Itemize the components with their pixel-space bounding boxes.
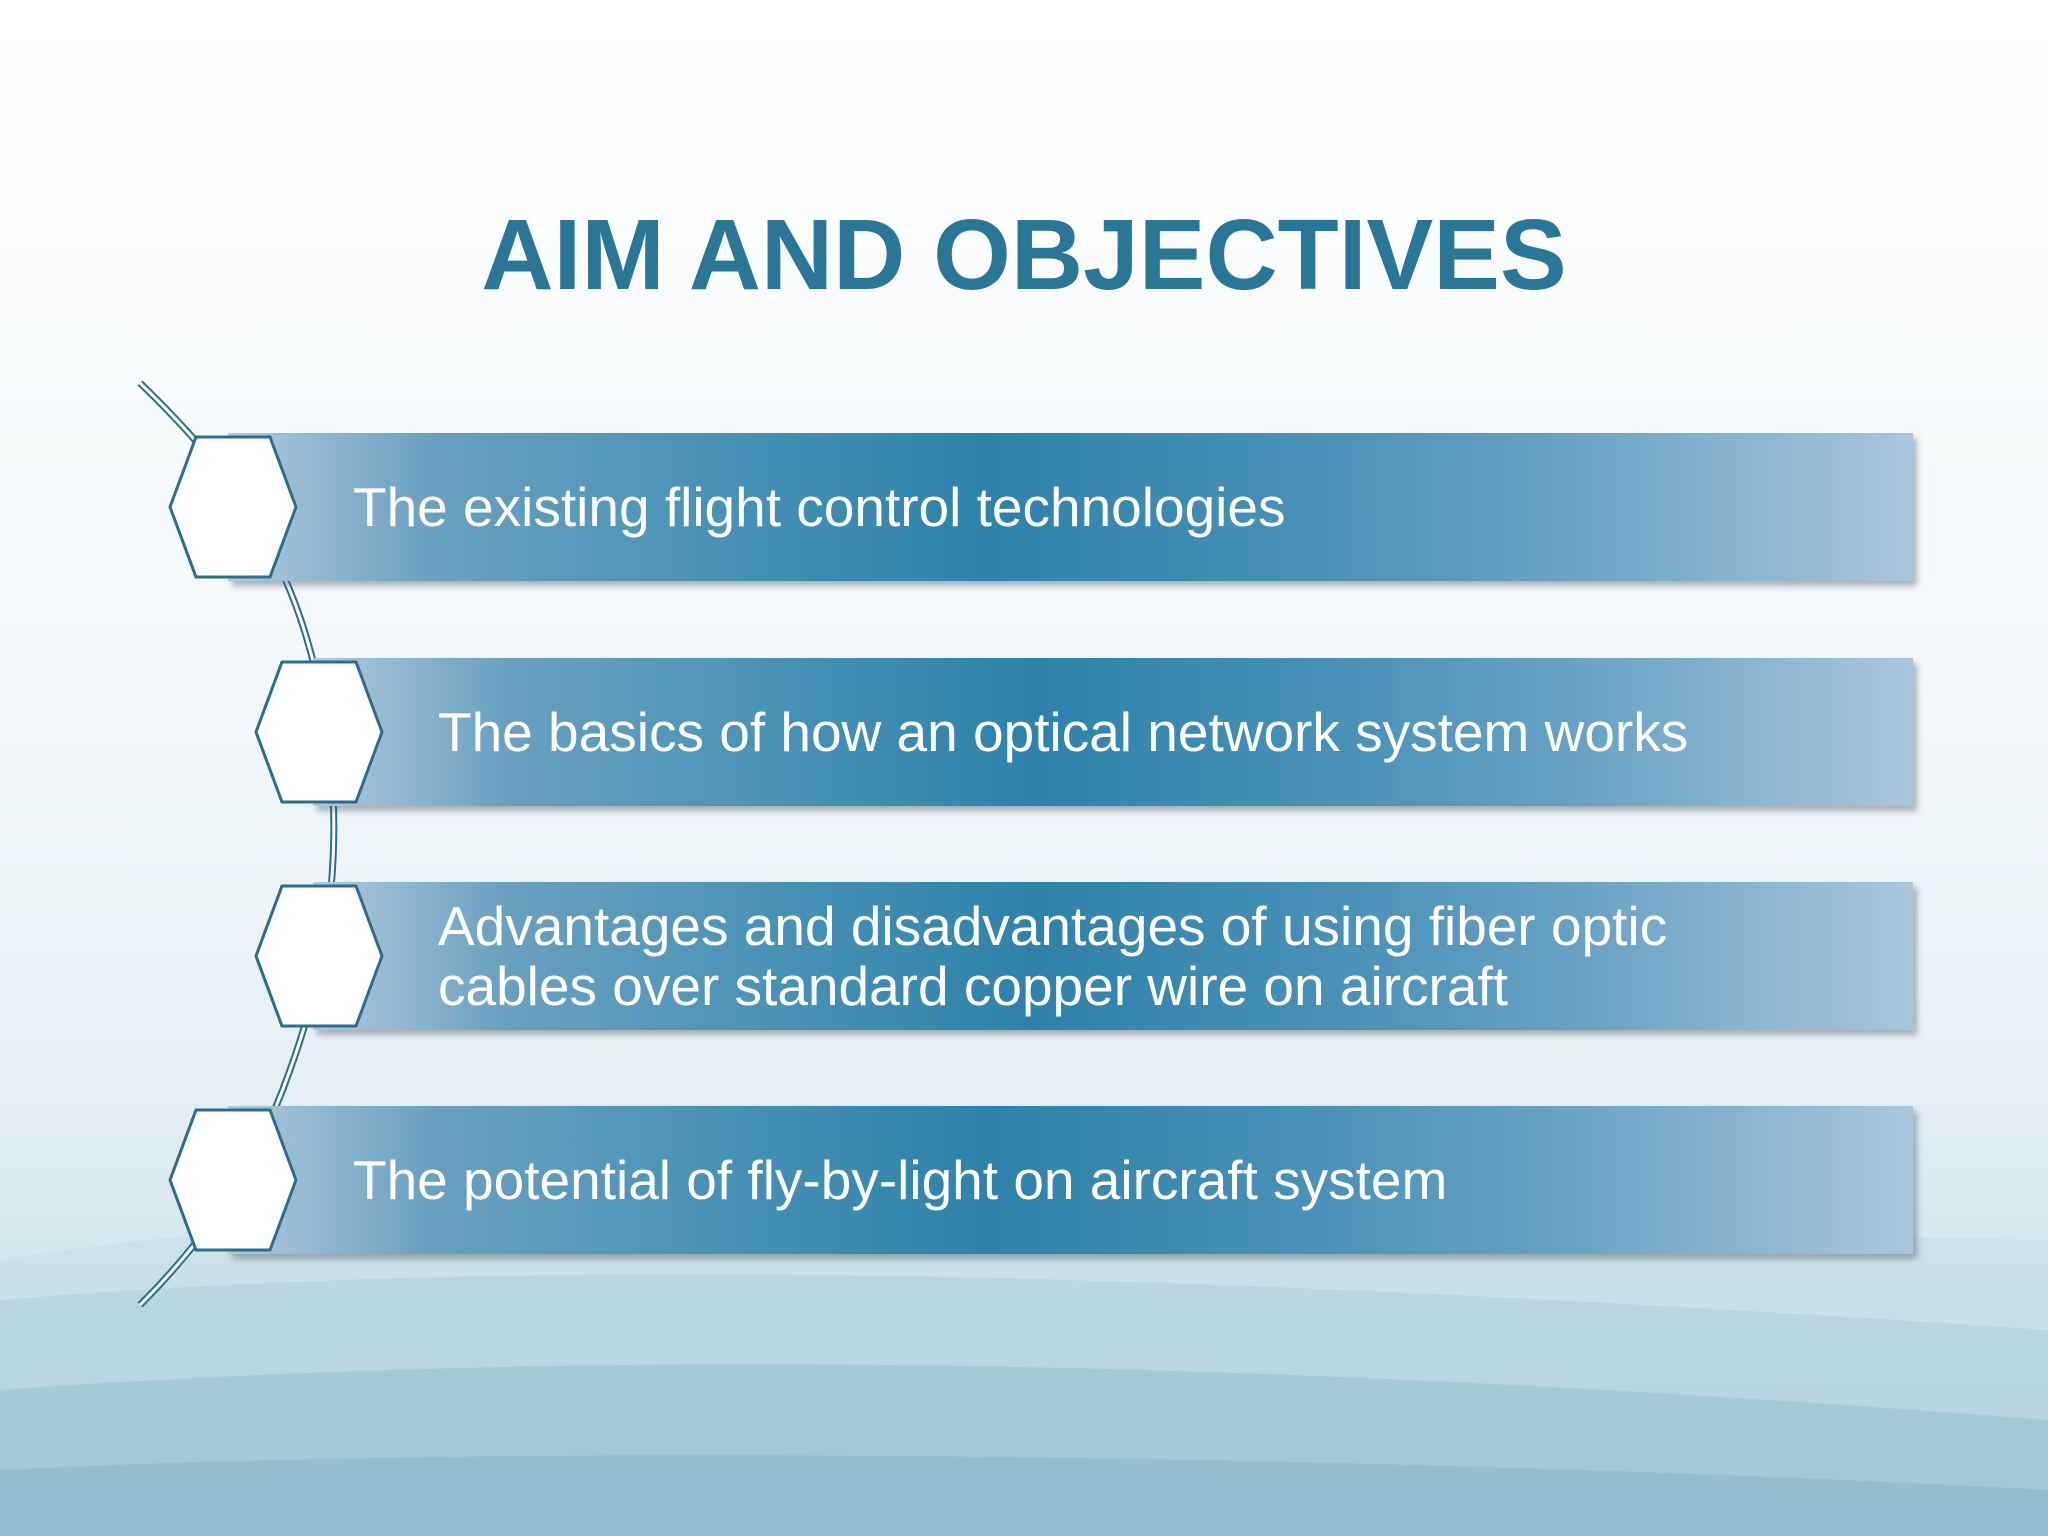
objective-text-3-line-2: cables over standard copper wire on airc…	[438, 955, 1508, 1017]
objective-text-2: The basics of how an optical network sys…	[438, 701, 1689, 763]
objective-banner-3: Advantages and disadvantages of using fi…	[313, 882, 1913, 1030]
page-title: AIM AND OBJECTIVES	[481, 199, 1567, 311]
objective-text-1: The existing flight control technologies	[353, 476, 1286, 538]
hexagon-icon	[168, 435, 298, 579]
objective-text-3-line-1: Advantages and disadvantages of using fi…	[438, 895, 1668, 957]
objective-banner-4: The potential of fly-by-light on aircraf…	[228, 1106, 1913, 1254]
objective-banner-2: The basics of how an optical network sys…	[313, 658, 1913, 806]
hexagon-icon	[168, 1108, 298, 1252]
objective-text-4: The potential of fly-by-light on aircraf…	[353, 1149, 1448, 1211]
hexagon-icon	[254, 660, 384, 804]
objective-banner-1: The existing flight control technologies	[228, 433, 1913, 581]
hexagon-icon	[254, 884, 384, 1028]
objective-text-3-block: Advantages and disadvantages of using fi…	[438, 896, 1667, 1016]
